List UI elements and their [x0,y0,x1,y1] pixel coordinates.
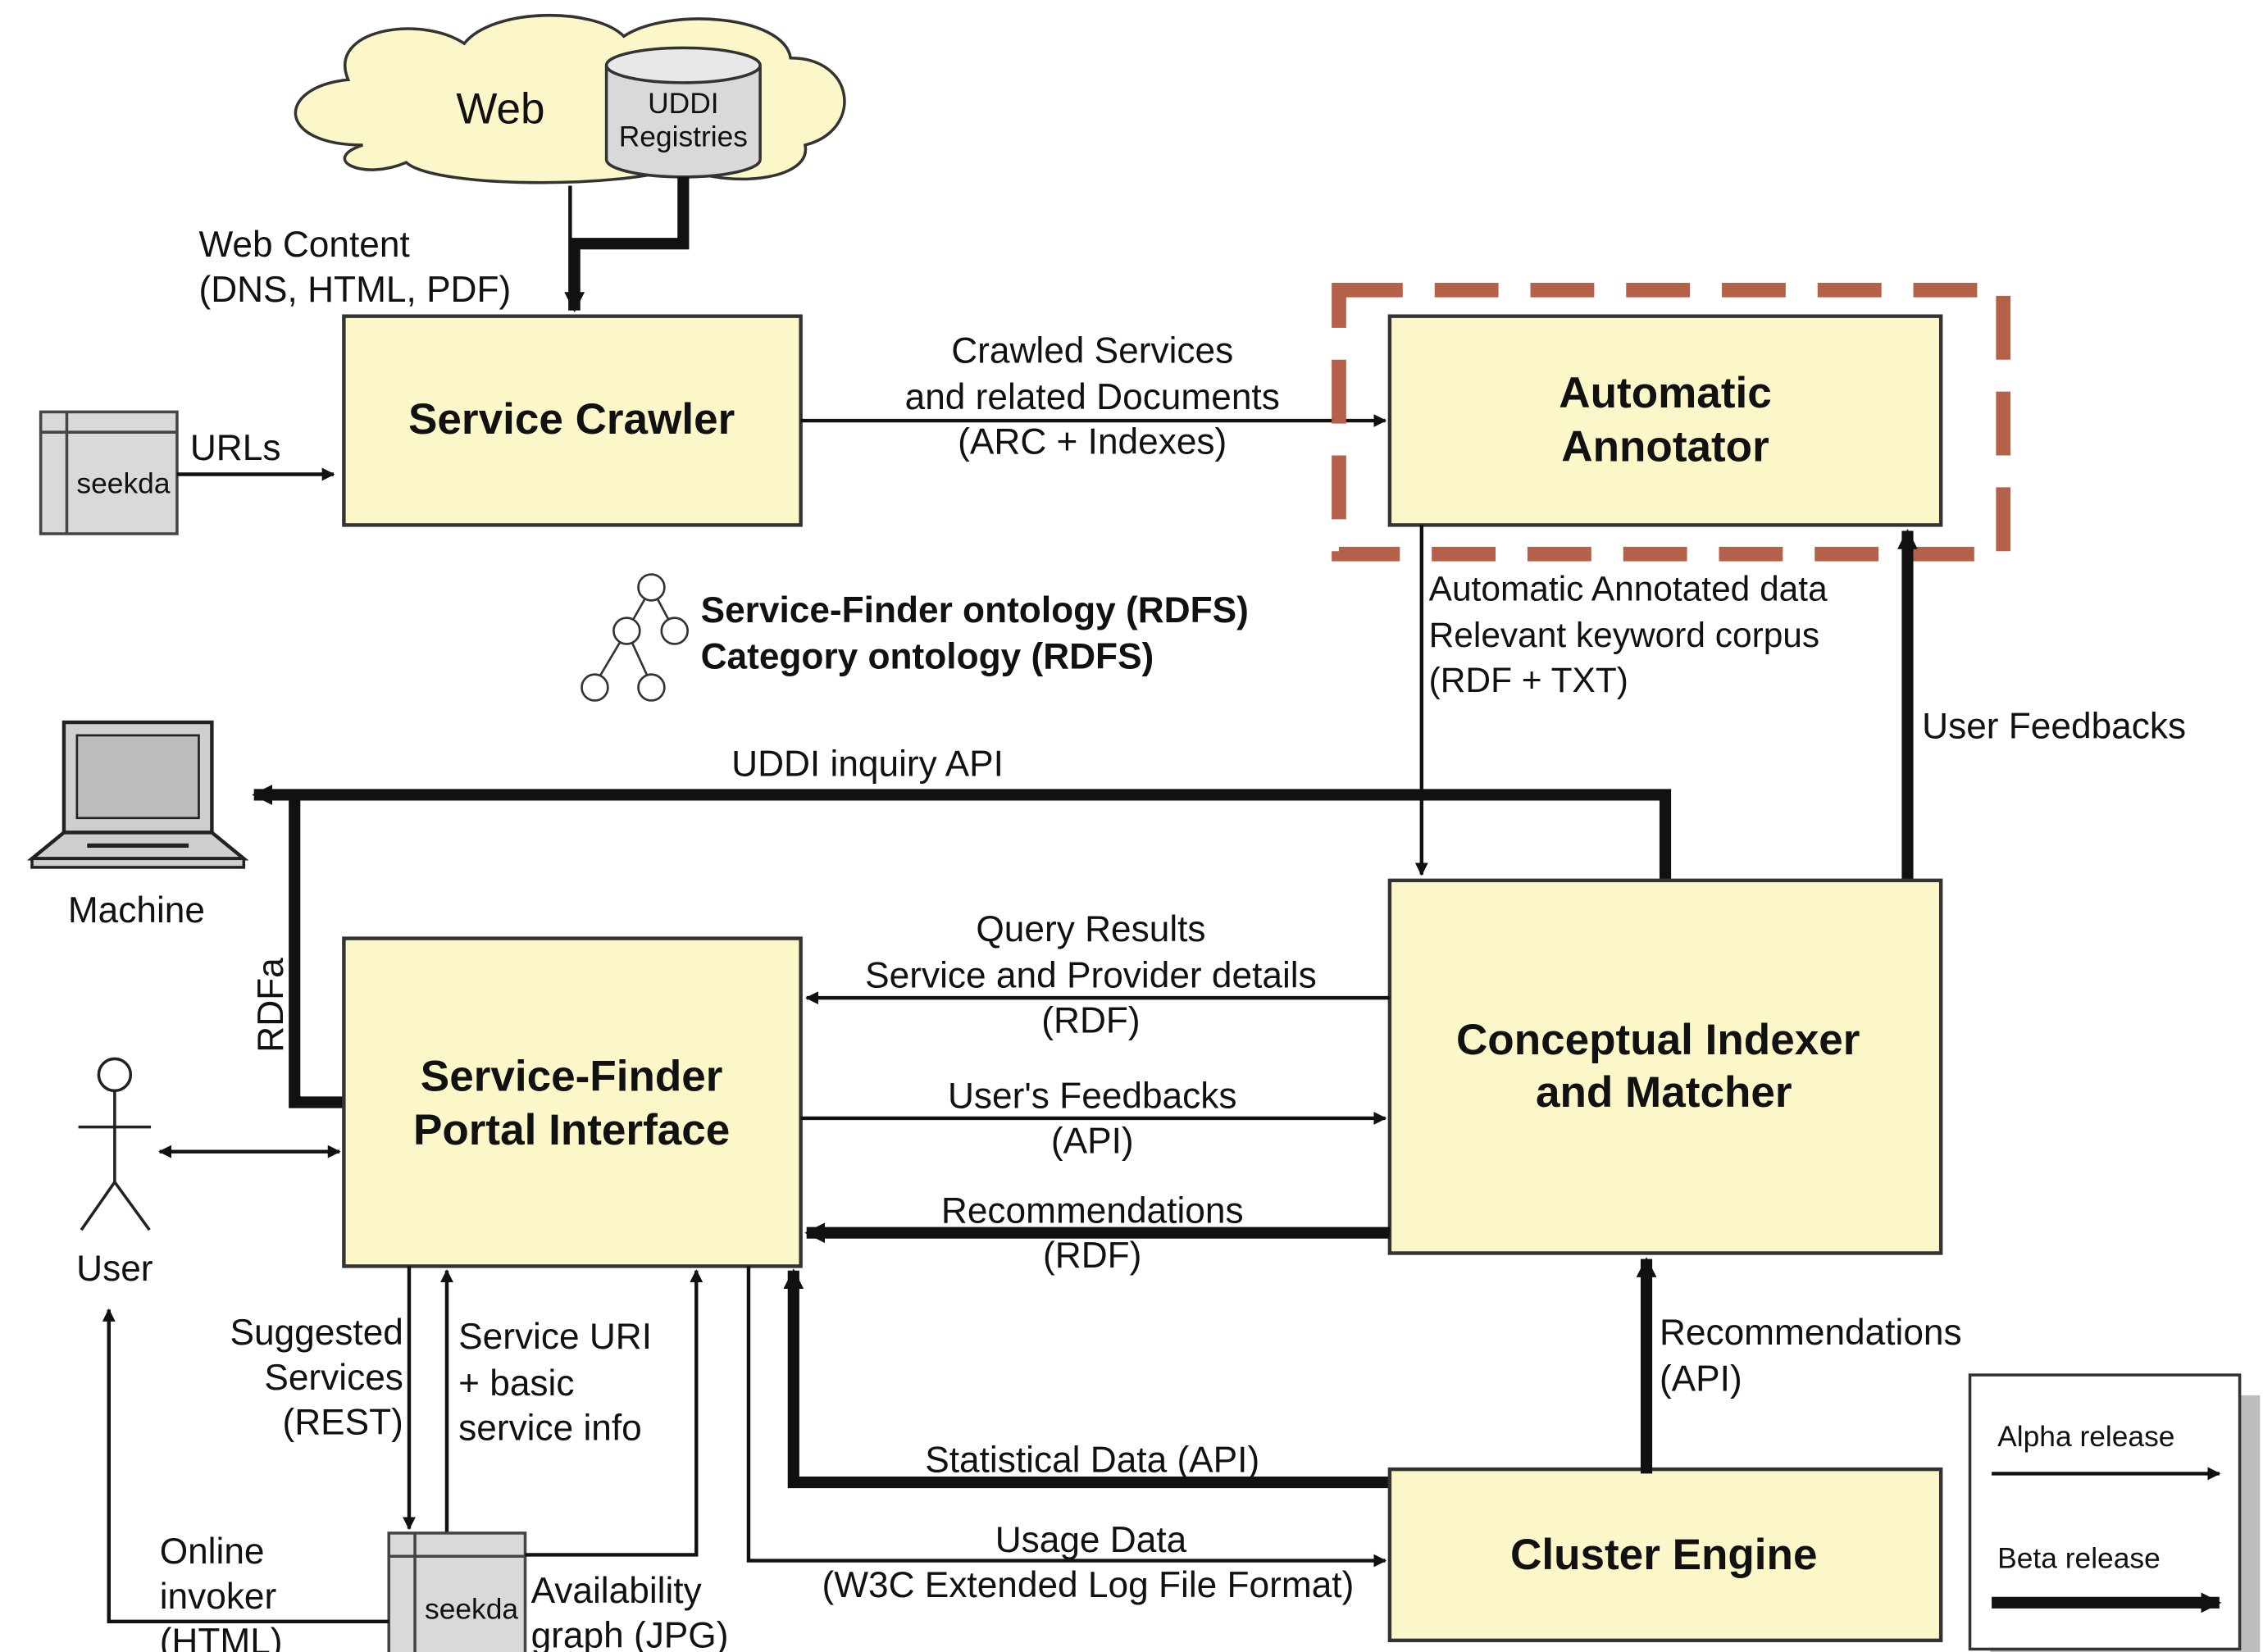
online-invoker-label-3: (HTML) [160,1622,283,1652]
urls-label: URLs [190,428,281,468]
query-label-3: (RDF) [1041,1001,1140,1041]
recommendations-rdf-label-2: (RDF) [1043,1236,1141,1276]
conceptual-indexer-box [1387,878,1943,1255]
annotated-label-3: (RDF + TXT) [1429,661,1628,699]
recommendations-rdf-label-1: Recommendations [941,1190,1244,1231]
annotator-label-2: Annotator [1561,423,1769,471]
usage-label-2: (W3C Extended Log File Format) [822,1565,1355,1605]
uddi-label-line1: UDDI [648,88,718,120]
service-uri-label-1: Service URI [458,1317,652,1357]
availability-graph-arrow [525,1269,703,1557]
cluster-engine-box [1387,1467,1943,1643]
seekda-availability-icon: seekda [387,1531,527,1652]
crawled-label-1: Crawled Services [951,330,1233,371]
service-crawler-label: Service Crawler [408,395,735,444]
cluster-engine-label: Cluster Engine [1510,1531,1817,1579]
annotated-label-2: Relevant keyword corpus [1429,616,1819,654]
legend-beta-label: Beta release [1997,1542,2161,1574]
uddi-inquiry-label: UDDI inquiry API [731,744,1004,784]
uddi-registries-database-icon: UDDI Registries [604,46,762,179]
user-label: User [76,1249,153,1289]
laptop-icon [26,720,249,869]
web-content-label-2: (DNS, HTML, PDF) [198,270,511,310]
recommendations-api-label-1: Recommendations [1660,1313,1962,1353]
recommendations-api-label-2: (API) [1660,1359,1742,1399]
ontology-label-1: Service-Finder ontology (RDFS) [701,590,1249,630]
service-crawler-box [342,314,803,527]
users-feedbacks-label-1: User's Feedbacks [948,1076,1237,1117]
legend: Alpha release Beta release [1968,1373,2261,1652]
service-uri-label-2: + basic [458,1363,574,1404]
conceptual-label-1: Conceptual Indexer [1456,1016,1860,1064]
statistical-data-arrow [783,1268,1390,1489]
portal-label-2: Portal Interface [413,1106,730,1154]
rdfa-label: RDFa [251,958,291,1053]
seekda-bottom-label: seekda [425,1593,518,1625]
crawled-label-3: (ARC + Indexes) [958,422,1227,462]
legend-alpha-label: Alpha release [1997,1421,2174,1453]
usage-label-1: Usage Data [995,1520,1187,1560]
availability-label-1: Availability [531,1571,703,1611]
online-invoker-label-2: invoker [160,1577,277,1617]
online-invoker-label-1: Online [160,1531,265,1572]
automatic-annotator-box [1387,314,1943,527]
ontology-tree-icon [581,573,689,702]
conceptual-label-2: and Matcher [1536,1068,1792,1117]
uddi-inquiry-arrow [252,785,1672,881]
seekda-label: seekda [76,467,170,499]
annotator-label-1: Automatic [1559,369,1771,417]
query-label-2: Service and Provider details [865,956,1317,996]
web-cloud: Web [294,14,846,184]
machine-label: Machine [68,890,205,931]
users-feedbacks-label-2: (API) [1051,1121,1134,1161]
crawled-label-2: and related Documents [905,377,1280,417]
suggested-label-3: (REST) [283,1403,403,1443]
uddi-to-crawler-arrow [564,176,690,313]
availability-label-2: graph (JPG) [531,1616,729,1652]
ontology-label-2: Category ontology (RDFS) [701,637,1154,677]
user-stick-figure-icon [78,1057,152,1231]
suggested-label-1: Suggested [230,1313,403,1353]
rdfa-line [289,794,344,1108]
usage-data-arrow [746,1266,1387,1568]
statistical-label: Statistical Data (API) [925,1440,1259,1481]
web-content-label-1: Web Content [198,225,409,265]
annotated-label-1: Automatic Annotated data [1429,569,1828,608]
query-label-1: Query Results [976,909,1205,949]
seekda-document-icon: seekda [39,410,179,535]
user-feedbacks-label: User Feedbacks [1922,706,2186,746]
portal-label-1: Service-Finder [421,1052,723,1100]
online-invoker-arrow [102,1308,389,1624]
service-uri-label-3: service info [458,1409,642,1449]
highlight-dashed-frame [1332,282,2011,562]
uddi-label-line2: Registries [619,121,748,153]
web-label: Web [456,84,544,133]
suggested-label-2: Services [264,1358,403,1398]
portal-interface-box [342,936,803,1268]
